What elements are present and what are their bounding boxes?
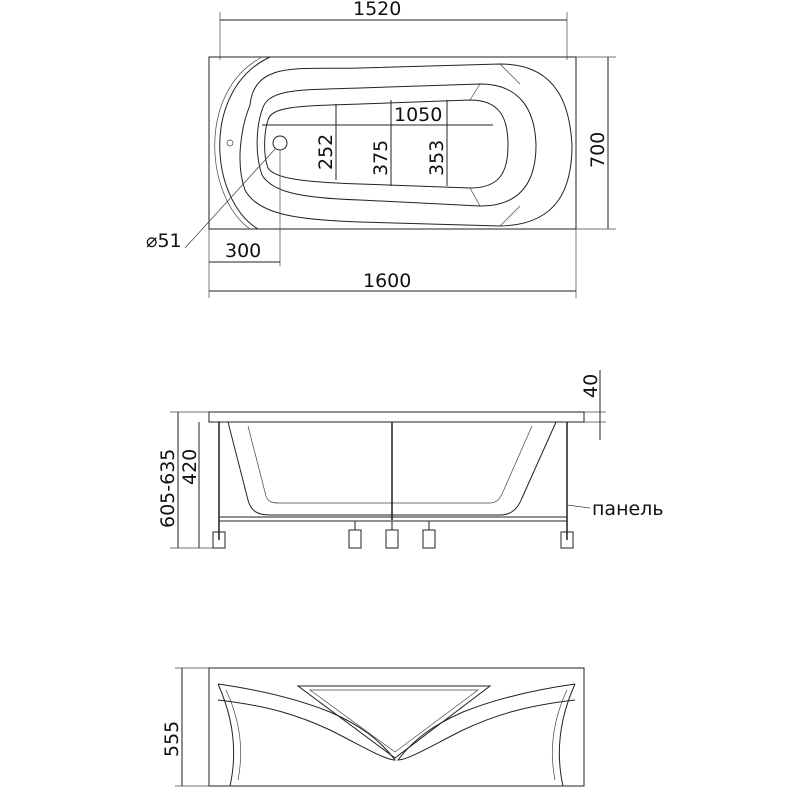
dim-375: 375 xyxy=(370,140,392,176)
dim-1050: 1050 xyxy=(394,104,442,126)
dim-555: 555 xyxy=(161,721,183,757)
top-view-shell-inner xyxy=(256,83,537,207)
dim-252: 252 xyxy=(315,134,337,170)
dim-1600: 1600 xyxy=(363,270,411,292)
panel-outline xyxy=(208,667,585,787)
side-view-rim xyxy=(208,411,585,423)
side-view: 40 605-635 420 панель xyxy=(157,370,664,549)
side-view-tub-body xyxy=(227,421,557,516)
panel-view: 555 xyxy=(161,667,585,787)
dim-300: 300 xyxy=(225,240,261,262)
dim-605-635: 605-635 xyxy=(157,449,179,528)
top-view-outline xyxy=(208,56,577,230)
dim-420: 420 xyxy=(179,449,201,485)
top-view-side-curve xyxy=(219,56,271,230)
dim-40: 40 xyxy=(580,374,602,398)
top-view-shell-outer xyxy=(239,63,573,227)
dim-51: ⌀51 xyxy=(146,230,182,252)
panel-label: панель xyxy=(592,498,664,520)
dim-700: 700 xyxy=(587,132,609,168)
dim-1520: 1520 xyxy=(353,0,401,20)
drain-hole xyxy=(272,135,288,151)
top-view: 1520 700 1050 252 375 353 ⌀51 300 1600 xyxy=(146,0,616,298)
panel-triangle xyxy=(296,685,492,759)
dim-353: 353 xyxy=(426,140,448,176)
top-view-basin xyxy=(264,99,509,189)
